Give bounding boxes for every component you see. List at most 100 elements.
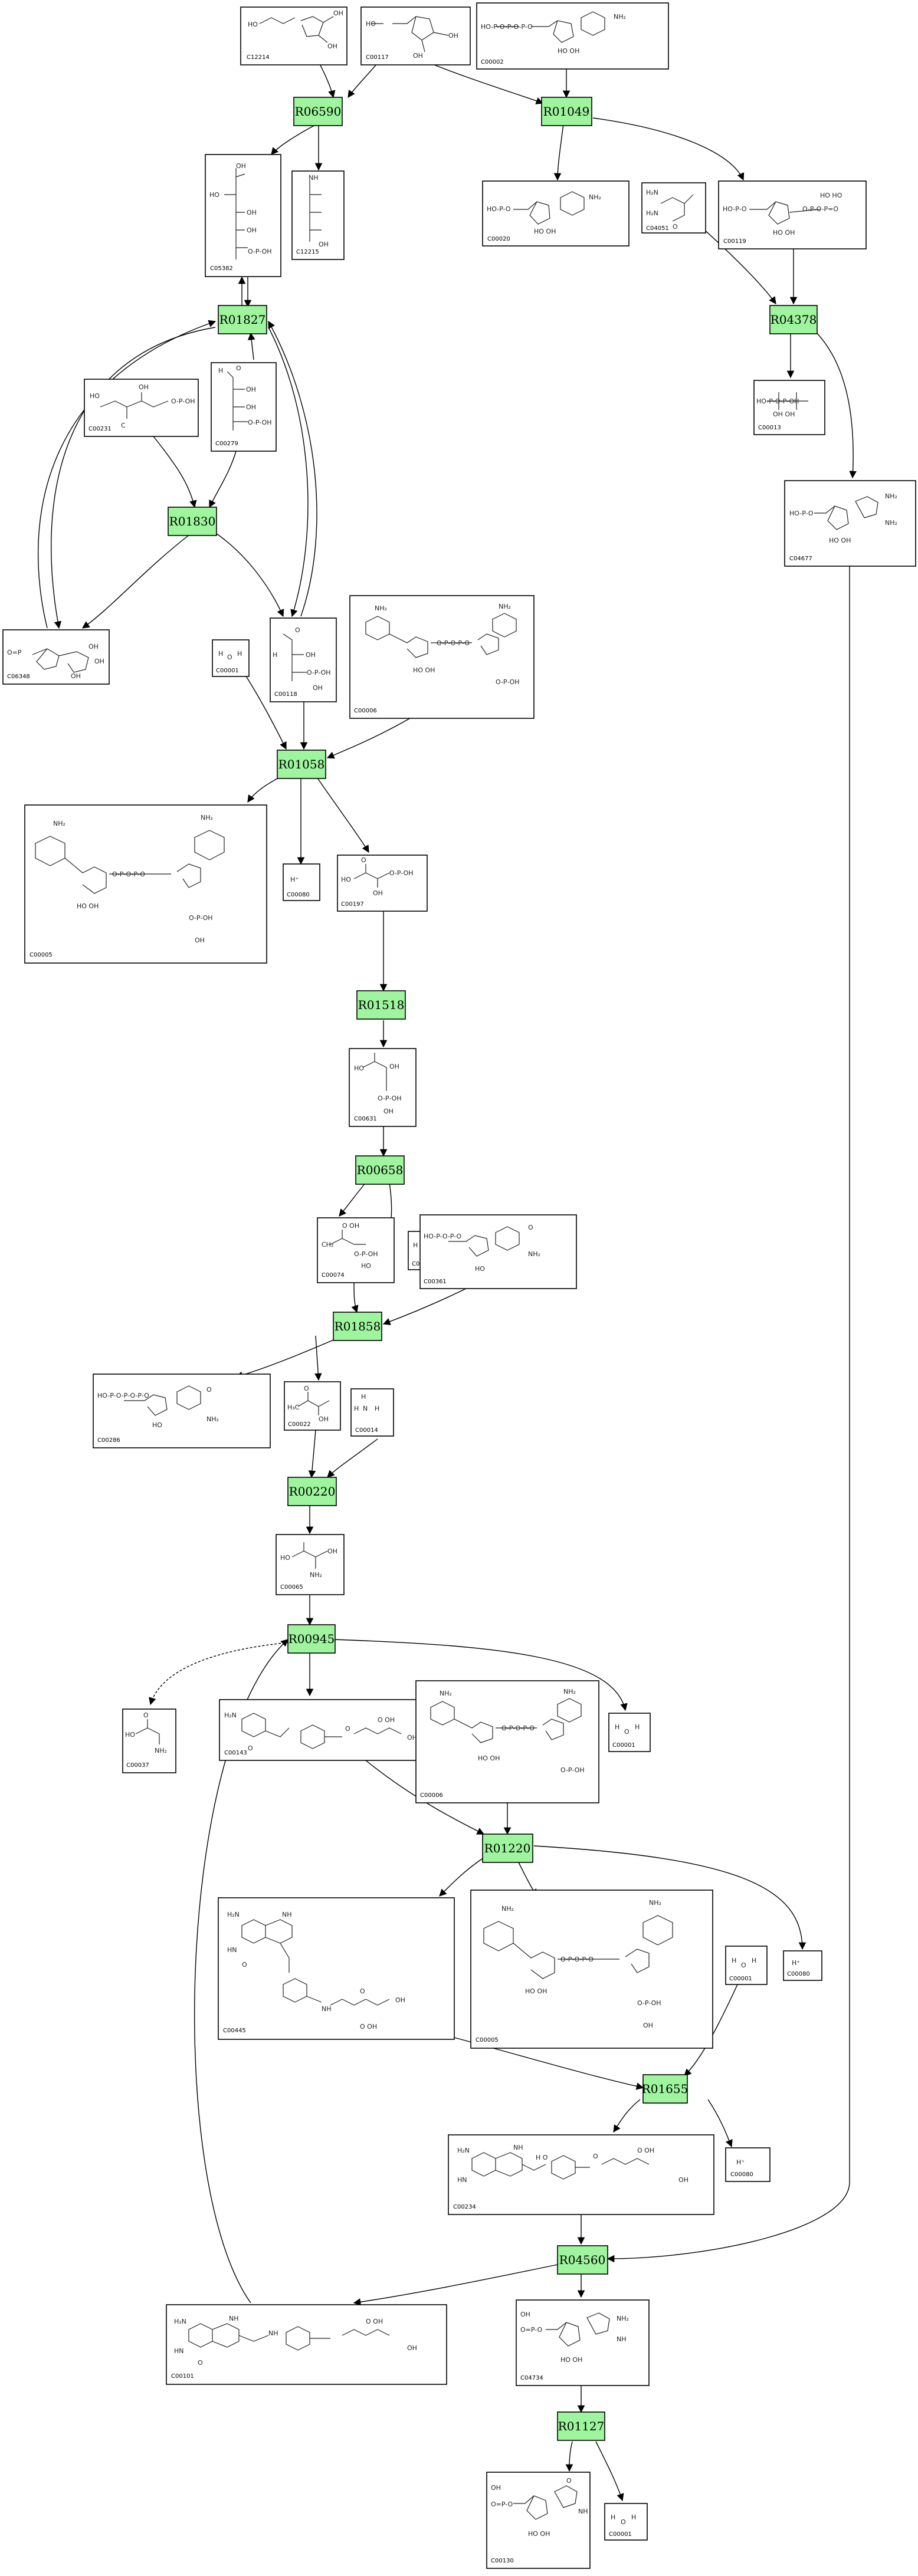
svg-text:HO: HO <box>125 1731 135 1739</box>
svg-text:H: H <box>631 2513 636 2521</box>
compound-c00080c[interactable]: H⁺ C00080 <box>725 2147 771 2182</box>
svg-text:C00361: C00361 <box>424 1279 447 1285</box>
compound-c00001e[interactable]: HOH C00001 <box>604 2503 648 2541</box>
reaction-r01220[interactable]: R01220 <box>482 1834 533 1863</box>
reaction-r01830[interactable]: R01830 <box>168 507 217 536</box>
svg-text:OH: OH <box>247 226 257 234</box>
svg-text:O: O <box>361 856 366 864</box>
compound-c00080[interactable]: H⁺ C00080 <box>283 863 320 901</box>
svg-text:OH: OH <box>246 403 256 411</box>
svg-text:HO: HO <box>354 1064 364 1072</box>
svg-text:O-P-O-P-O: O-P-O-P-O <box>112 870 145 878</box>
reaction-r01518[interactable]: R01518 <box>356 990 406 1020</box>
svg-text:C00080: C00080 <box>787 1971 810 1977</box>
reaction-r04378[interactable]: R04378 <box>769 305 818 334</box>
reaction-r00220[interactable]: R00220 <box>287 1477 337 1506</box>
svg-text:NH₂: NH₂ <box>589 193 601 201</box>
svg-text:O: O <box>621 2518 626 2526</box>
svg-text:C00005: C00005 <box>476 2037 499 2043</box>
svg-text:O: O <box>248 1744 253 1752</box>
compound-c00080b[interactable]: H⁺ C00080 <box>783 1950 822 1981</box>
svg-text:R01049: R01049 <box>543 104 590 119</box>
svg-text:R00945: R00945 <box>288 1632 335 1646</box>
edge-r04560-c00101 <box>353 2264 558 2306</box>
reaction-r01058[interactable]: R01058 <box>277 750 326 779</box>
svg-text:OH: OH <box>678 2176 688 2184</box>
compound-c00001d[interactable]: HOH C00001 <box>725 1946 768 1985</box>
reaction-r04560[interactable]: R04560 <box>557 2245 608 2275</box>
svg-text:H₂N: H₂N <box>646 209 658 217</box>
svg-text:H: H <box>752 1957 756 1964</box>
svg-text:R00220: R00220 <box>289 1484 336 1499</box>
svg-text:C00101: C00101 <box>171 2373 194 2380</box>
edge-c00143-r01220 <box>365 1760 485 1835</box>
edge-r00658-c00074 <box>339 1182 366 1217</box>
svg-text:R01858: R01858 <box>335 1319 381 1333</box>
reaction-r00945[interactable]: R00945 <box>287 1624 336 1654</box>
svg-text:OH: OH <box>313 684 323 692</box>
reaction-r01127[interactable]: R01127 <box>557 2411 605 2441</box>
svg-text:R01655: R01655 <box>642 2082 688 2096</box>
svg-text:H: H <box>273 651 277 659</box>
reaction-r01858[interactable]: R01858 <box>333 1312 382 1341</box>
svg-text:C00005: C00005 <box>29 952 53 958</box>
edge-r01127-c00130 <box>565 2441 573 2472</box>
svg-text:O: O <box>295 626 300 634</box>
svg-text:O-P-OH: O-P-OH <box>248 248 272 255</box>
reaction-r00658[interactable]: R00658 <box>355 1155 405 1185</box>
svg-text:C00001: C00001 <box>729 1976 752 1982</box>
svg-text:HO: HO <box>475 1265 485 1273</box>
reaction-r01827[interactable]: R01827 <box>218 305 267 334</box>
svg-text:OH: OH <box>247 209 257 216</box>
svg-text:HN: HN <box>227 1946 237 1954</box>
edge-r01655-c00234 <box>613 2099 641 2133</box>
svg-text:C00022: C00022 <box>288 1421 311 1428</box>
compound-c00001c[interactable]: HOH C00001 <box>608 1713 651 1752</box>
edge-r01830-c00118 <box>212 530 284 617</box>
svg-text:C00001: C00001 <box>216 668 239 674</box>
compound-c00119[interactable]: HO-P-OHO HOO-P-O-P=OHO OH C00119 <box>718 180 867 249</box>
edges <box>38 41 857 2502</box>
svg-text:HO-P-O: HO-P-O <box>789 510 814 517</box>
svg-text:HO OH: HO OH <box>560 2356 582 2364</box>
svg-text:H: H <box>615 1723 619 1731</box>
reaction-r06590[interactable]: R06590 <box>293 97 343 126</box>
reaction-r01655[interactable]: R01655 <box>642 2074 688 2104</box>
reaction-r01049[interactable]: R01049 <box>541 97 592 126</box>
svg-text:NH: NH <box>268 2329 278 2337</box>
